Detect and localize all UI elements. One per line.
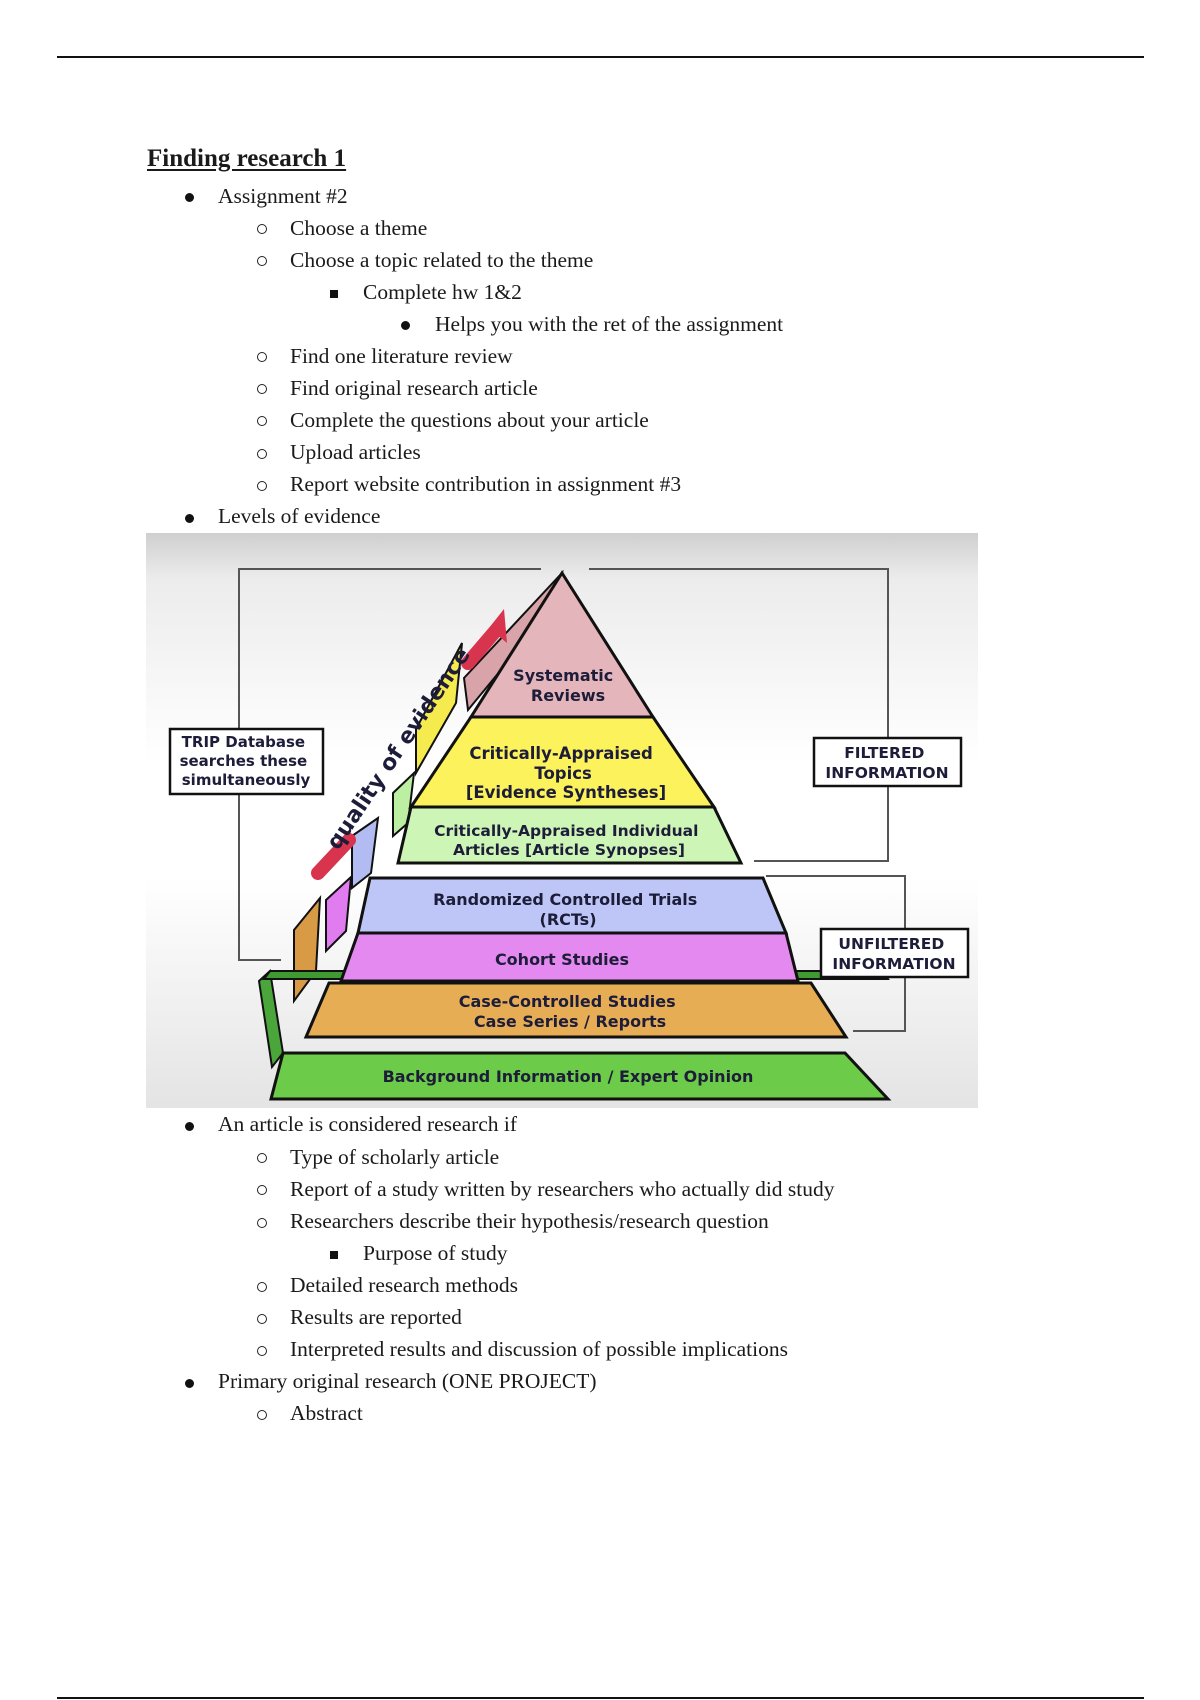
page-title: Finding research 1 — [147, 145, 347, 172]
rct-line-1: Randomized Controlled Trials — [433, 890, 697, 909]
bullet-circle-icon — [257, 352, 267, 362]
bullet-square-icon — [330, 1251, 338, 1259]
bullet-circle-icon — [257, 481, 267, 491]
list-item: Report of a study written by researchers… — [290, 1177, 835, 1201]
trip-line-2: searches these — [180, 752, 308, 770]
arrow-tail-icon — [311, 833, 356, 880]
bullet-circle-icon — [257, 1346, 267, 1356]
filtered-line-2: INFORMATION — [825, 764, 948, 782]
list-item: Helps you with the ret of the assignment — [435, 312, 784, 336]
bullet-circle-icon — [257, 1153, 267, 1163]
list-item: Researchers describe their hypothesis/re… — [290, 1209, 769, 1233]
case-side-face — [293, 894, 322, 1005]
bullet-circle-icon — [257, 1218, 267, 1228]
unfiltered-box — [819, 927, 970, 979]
background-side-face — [257, 969, 285, 1070]
list-item: Complete hw 1&2 — [363, 280, 522, 304]
arrow-shaft-icon — [461, 621, 505, 670]
bullet-disc-icon — [185, 1379, 194, 1388]
list-item-research-if: An article is considered research if — [218, 1112, 518, 1136]
unfiltered-line-1: UNFILTERED — [838, 935, 944, 953]
tier-articles-label: Critically-Appraised Individual Articles… — [434, 822, 704, 859]
case-line-1: Case-Controlled Studies — [459, 992, 676, 1011]
tier-background — [269, 1051, 892, 1101]
articles-line-1: Critically-Appraised Individual — [434, 822, 698, 840]
topics-line-3: [Evidence Syntheses] — [466, 783, 666, 802]
case-line-2: Case Series / Reports — [474, 1012, 666, 1031]
tier-topics-label: Critically-Appraised Topics [Evidence Sy… — [466, 744, 666, 802]
bullet-circle-icon — [257, 1282, 267, 1292]
bullet-circle-icon — [257, 449, 267, 459]
bullet-circle-icon — [257, 256, 267, 266]
list-item: Report website contribution in assignmen… — [290, 472, 682, 496]
bullet-disc-icon — [185, 514, 194, 523]
bullet-disc-icon — [185, 193, 194, 202]
rct-line-2: (RCTs) — [540, 910, 597, 929]
bullet-circle-icon — [257, 384, 267, 394]
articles-line-2: Articles [Article Synopses] — [453, 841, 685, 859]
arrow-head-icon — [489, 609, 507, 643]
bullet-circle-icon — [257, 1185, 267, 1195]
trip-line-1: TRIP Database — [182, 733, 305, 751]
list-item: Detailed research methods — [290, 1273, 519, 1297]
bullet-circle-icon — [257, 1410, 267, 1420]
bullet-square-icon — [330, 290, 338, 298]
list-item: Results are reported — [290, 1305, 462, 1329]
bullet-disc-icon — [401, 321, 410, 330]
list-item-levels: Levels of evidence — [218, 504, 381, 528]
bottom-rule — [57, 1697, 1144, 1699]
trip-box-label: TRIP Database searches these simultaneou… — [180, 733, 313, 789]
systematic-line-1: Systematic — [513, 666, 613, 685]
tier-background-label: Background Information / Expert Opinion — [383, 1067, 754, 1086]
list-item: Choose a theme — [290, 216, 428, 240]
tier-articles — [396, 805, 744, 865]
list-item: Purpose of study — [363, 1241, 508, 1265]
bullet-circle-icon — [257, 1314, 267, 1324]
filtered-box — [812, 736, 963, 788]
tier-case — [303, 981, 849, 1039]
filtered-bracket-line — [589, 568, 889, 862]
list-item-assignment: Assignment #2 — [218, 184, 348, 208]
unfiltered-box-label: UNFILTERED INFORMATION — [832, 935, 955, 973]
evidence-pyramid-figure: quality of evidence Systematic Reviews C… — [146, 533, 978, 1108]
list-item: Interpreted results and discussion of po… — [290, 1337, 788, 1361]
tier-cohort — [338, 931, 800, 983]
list-item: Type of scholarly article — [290, 1145, 500, 1169]
filtered-box-label: FILTERED INFORMATION — [825, 744, 948, 782]
topics-line-1: Critically-Appraised — [469, 744, 652, 763]
list-item: Complete the questions about your articl… — [290, 408, 649, 432]
list-item: Find one literature review — [290, 344, 513, 368]
evidence-pyramid-svg: quality of evidence Systematic Reviews C… — [168, 568, 970, 1101]
tier-case-label: Case-Controlled Studies Case Series / Re… — [459, 992, 682, 1031]
list-item: Upload articles — [290, 440, 421, 464]
trip-line-3: simultaneously — [182, 771, 311, 789]
list-item: Find original research article — [290, 376, 538, 400]
topics-line-2: Topics — [534, 764, 592, 783]
list-item: Choose a topic related to the theme — [290, 248, 594, 272]
list-item: Abstract — [290, 1401, 363, 1425]
cohort-side-face — [325, 874, 353, 954]
bullet-disc-icon — [185, 1122, 194, 1131]
tier-rct-label: Randomized Controlled Trials (RCTs) — [433, 890, 703, 929]
rct-side-face — [351, 815, 380, 891]
systematic-line-2: Reviews — [531, 686, 605, 705]
unfiltered-line-2: INFORMATION — [832, 955, 955, 973]
trip-box — [168, 727, 325, 796]
topics-side-face — [415, 642, 463, 777]
bullet-circle-icon — [257, 416, 267, 426]
tier-cohort-label: Cohort Studies — [495, 950, 629, 969]
filtered-line-1: FILTERED — [844, 744, 924, 762]
list-item-primary: Primary original research (ONE PROJECT) — [218, 1369, 597, 1393]
tier-systematic-label: Systematic Reviews — [513, 666, 619, 705]
top-rule — [57, 56, 1144, 58]
bullet-circle-icon — [257, 224, 267, 234]
